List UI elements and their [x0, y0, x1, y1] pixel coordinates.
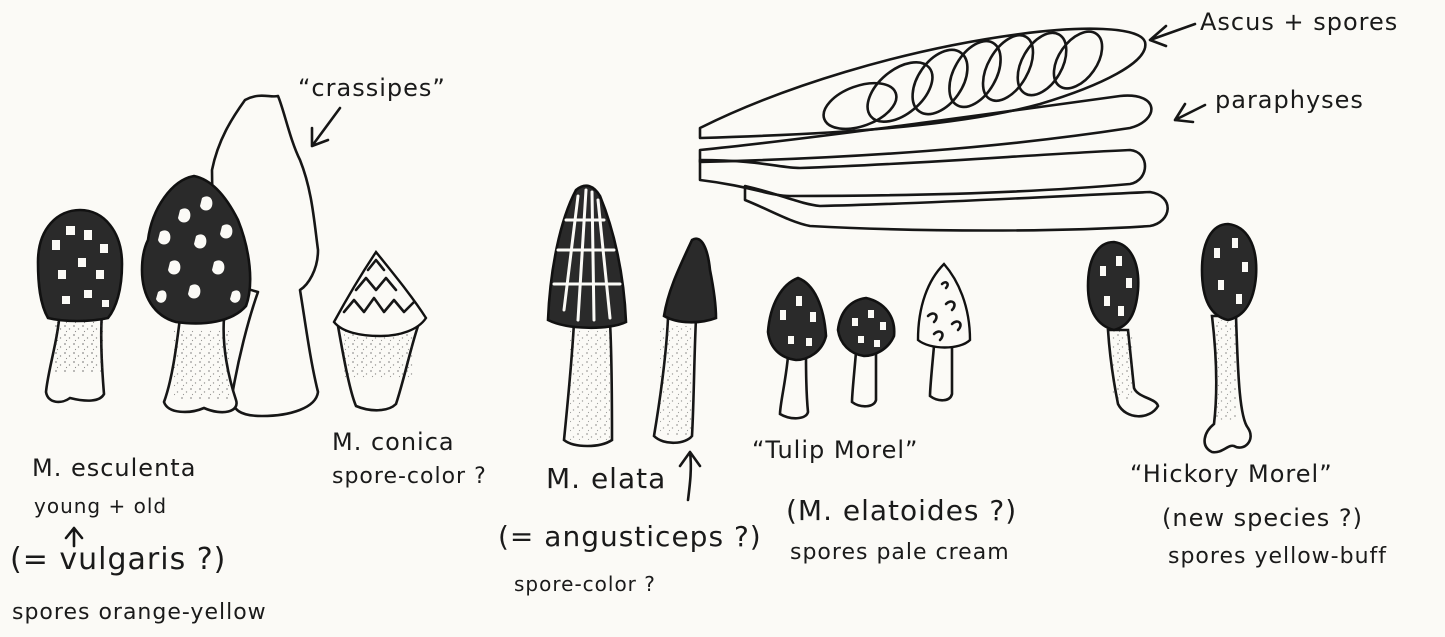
hickory-name: “Hickory Morel”: [1130, 460, 1333, 488]
paraphyses-arrow: [1175, 104, 1205, 122]
hickory-morel-2: [1202, 224, 1256, 452]
tulip-synonym: (M. elatoides ?): [786, 494, 1017, 527]
conica-name: M. conica: [332, 428, 455, 456]
esculenta-name: M. esculenta: [32, 454, 196, 482]
tulip-morel-3: [918, 264, 970, 400]
ascus-arrow: [1150, 24, 1195, 46]
ascus-diagram: [700, 23, 1205, 231]
hickory-synonym: (new species ?): [1162, 504, 1363, 532]
hickory-spores: spores yellow-buff: [1168, 544, 1387, 569]
elata-name: M. elata: [546, 462, 666, 495]
hickory-morel-1: [1088, 242, 1158, 416]
elata-arrow: [680, 452, 700, 500]
esculenta-spores: spores orange-yellow: [12, 600, 267, 625]
elata-thin-mushroom: [654, 239, 716, 443]
crassipes-label: “crassipes”: [298, 74, 446, 102]
tulip-morel-1: [768, 278, 826, 418]
esculenta-old-mushroom: [142, 176, 250, 412]
esculenta-young-mushroom: [38, 210, 122, 402]
elata-synonym: (= angusticeps ?): [498, 520, 762, 553]
esculenta-note: young + old: [34, 494, 167, 518]
ascus-label: Ascus + spores: [1200, 8, 1398, 36]
elata-spores: spore-color ?: [514, 572, 656, 596]
tulip-morel-2: [838, 298, 894, 406]
conica-spores: spore-color ?: [332, 464, 487, 489]
paraphyses-label: paraphyses: [1215, 86, 1364, 114]
esculenta-synonym: (= vulgaris ?): [10, 542, 226, 577]
tulip-name: “Tulip Morel”: [752, 436, 918, 464]
paraphyses: [700, 96, 1168, 231]
conica-mushroom: [334, 252, 426, 410]
tulip-spores: spores pale cream: [790, 540, 1010, 565]
crassipes-arrow: [312, 108, 340, 146]
elata-mushroom: [548, 186, 626, 446]
